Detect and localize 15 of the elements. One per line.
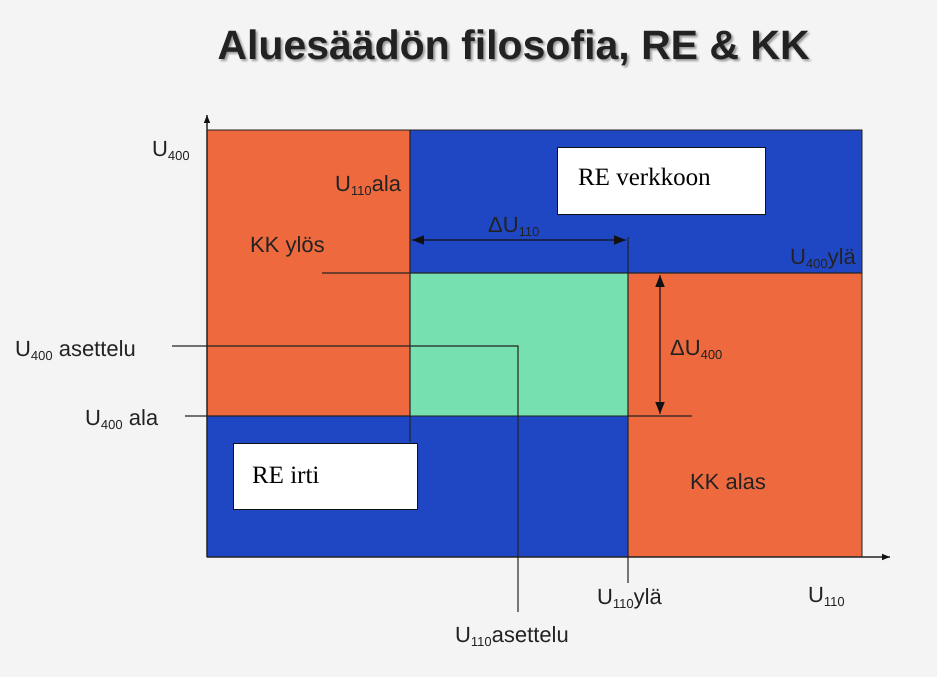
threshold-label: U$_{400}$ylä (790, 246, 856, 270)
threshold-label: U$_{110}$asettelu (455, 624, 569, 648)
threshold-label: U$_{400}$ ala (85, 407, 158, 431)
dimension-label: ΔU$_{110}$ (488, 214, 540, 238)
threshold-label: U$_{110}$ylä (597, 586, 662, 610)
title: Aluesäädön filosofia, RE & KK (216, 22, 811, 69)
axis-label: U$_{110}$ (808, 584, 845, 608)
text-box: RE verkkoon (557, 147, 766, 215)
axis-label: U$_{400}$ (152, 138, 190, 162)
threshold-label: U$_{110}$ala (335, 173, 401, 197)
text-box: RE irti (233, 443, 418, 510)
zone-label: KK alas (690, 471, 766, 493)
zone-label: KK ylös (250, 234, 325, 256)
threshold-label: U$_{400}$ asettelu (15, 338, 136, 362)
dimension-label: ΔU$_{400}$ (670, 337, 722, 361)
